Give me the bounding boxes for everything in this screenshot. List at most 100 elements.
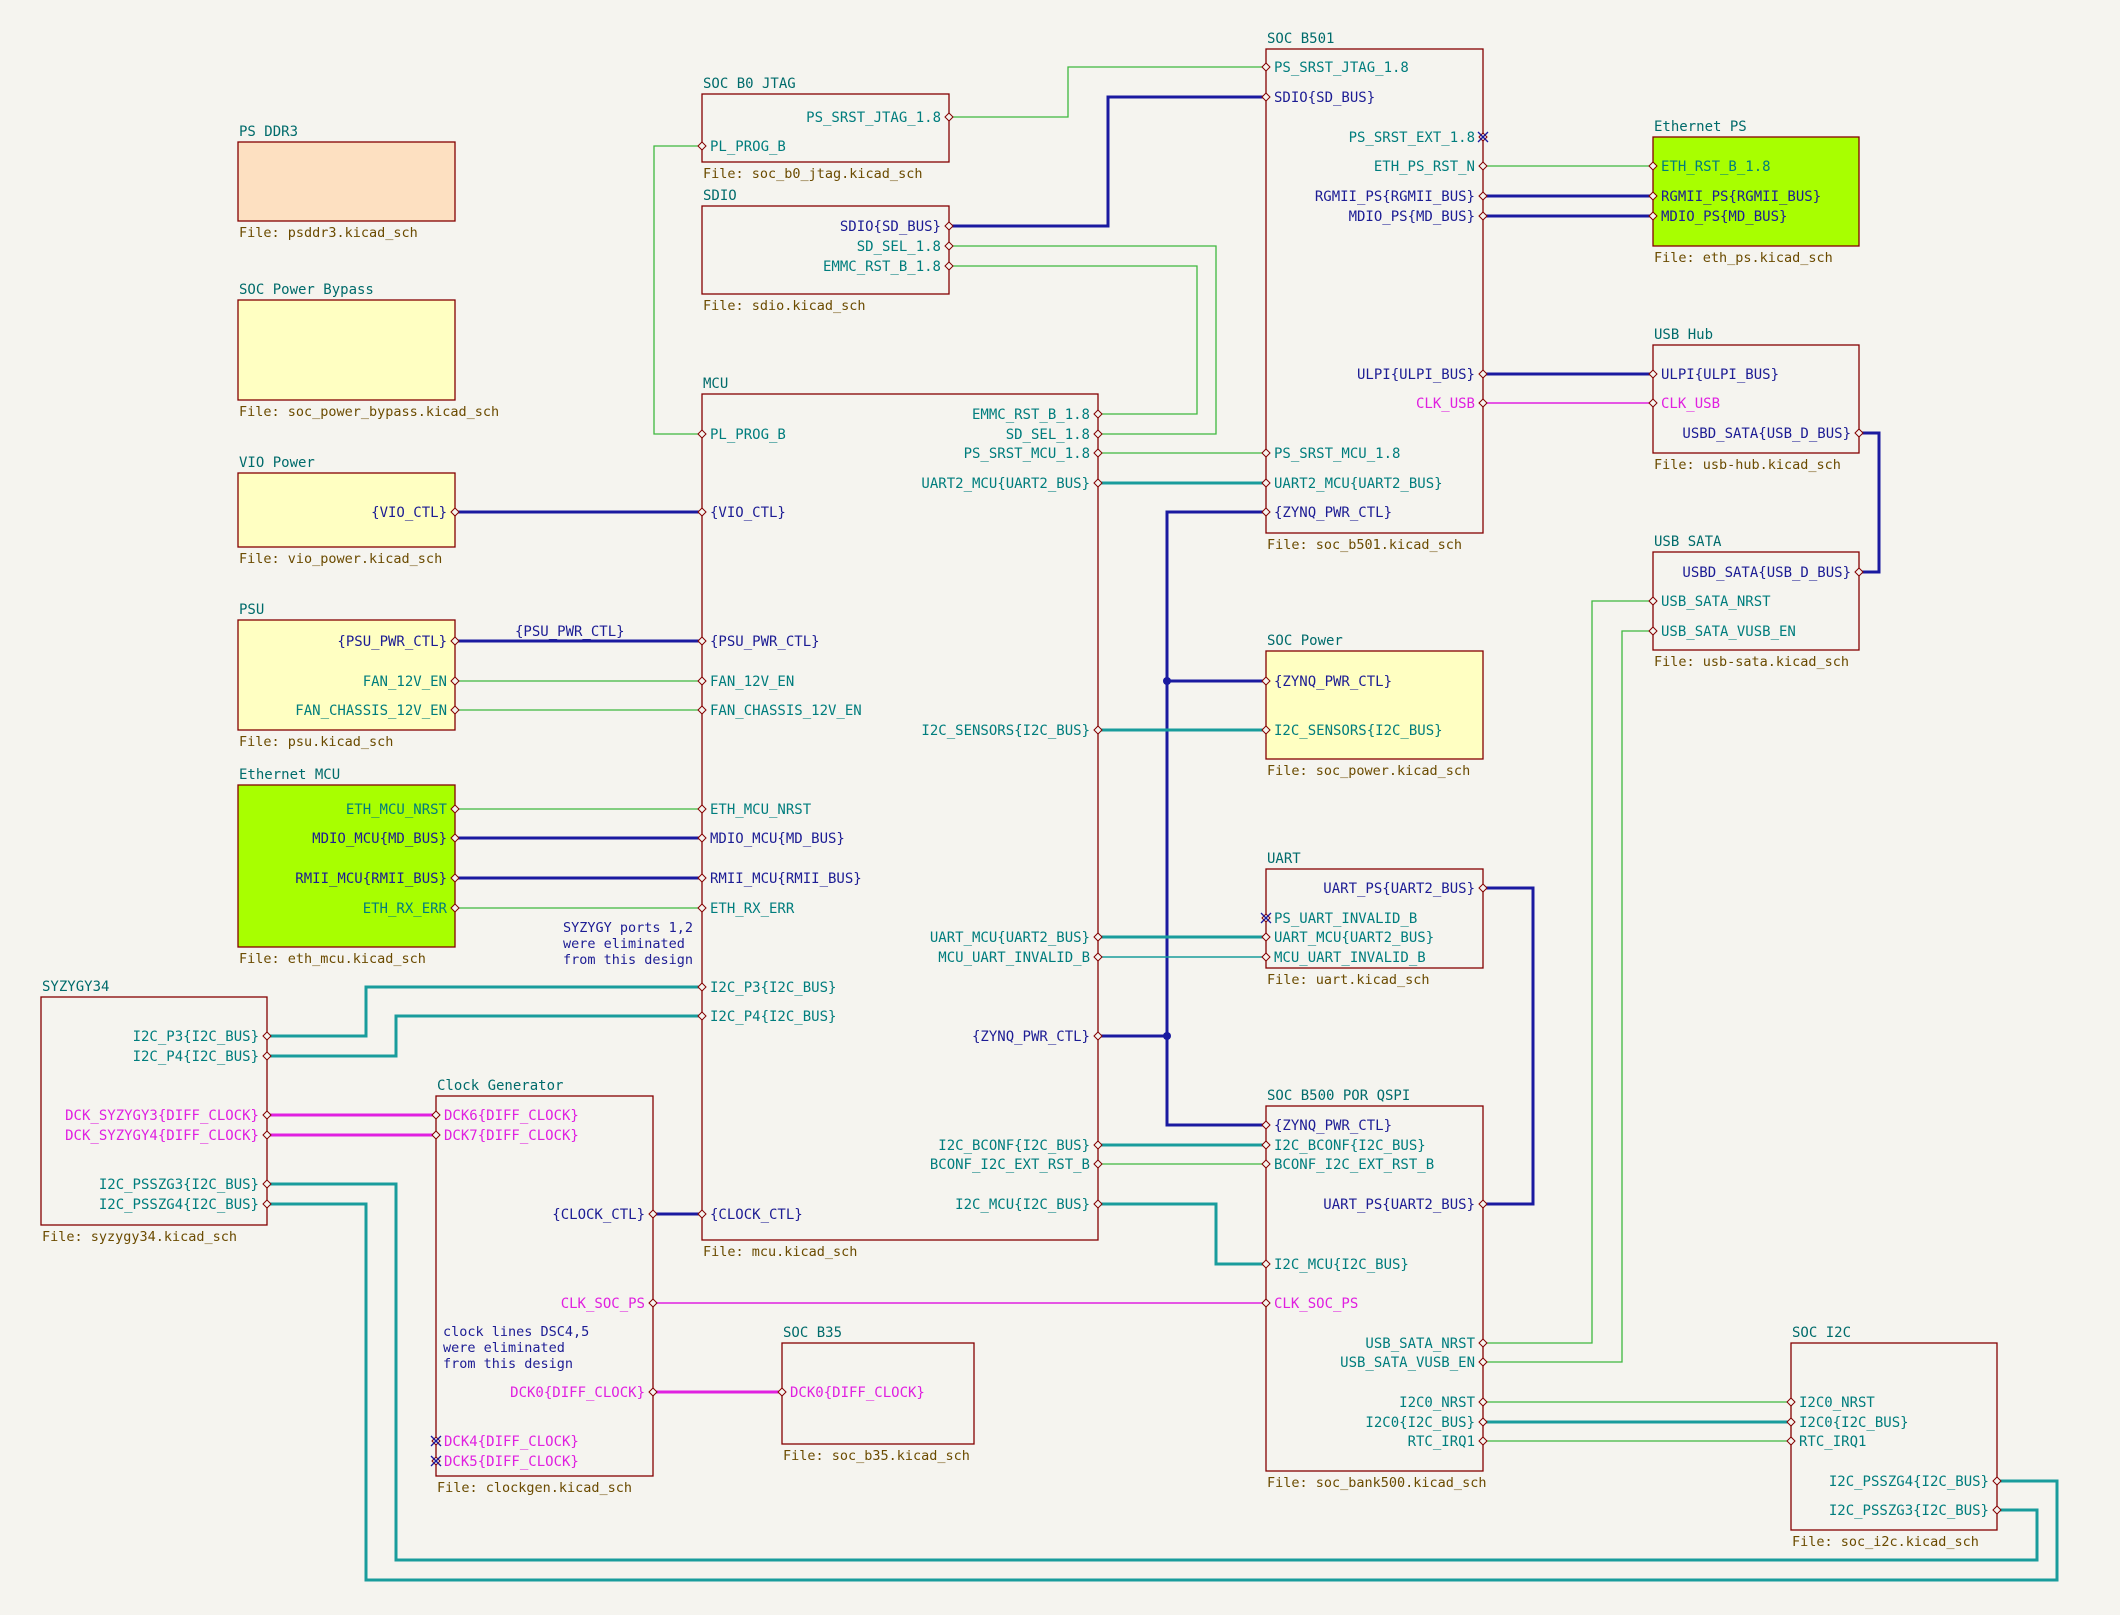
- pin-marker[interactable]: [450, 873, 460, 883]
- pin-marker[interactable]: [1261, 1159, 1271, 1169]
- pin-marker[interactable]: [697, 141, 707, 151]
- pin-marker[interactable]: [1478, 191, 1488, 201]
- pin-marker[interactable]: [1478, 369, 1488, 379]
- pin-marker[interactable]: [262, 1051, 272, 1061]
- sheet-box[interactable]: [701, 393, 1099, 1241]
- sheet-box[interactable]: [237, 619, 456, 731]
- pin-marker[interactable]: [944, 112, 954, 122]
- pin-marker[interactable]: [1261, 1120, 1271, 1130]
- pin-marker[interactable]: [777, 1387, 787, 1397]
- pin-marker[interactable]: [431, 1130, 441, 1140]
- pin-marker[interactable]: [697, 903, 707, 913]
- pin-marker[interactable]: [697, 804, 707, 814]
- pin-marker[interactable]: [1992, 1476, 2002, 1486]
- pin-marker[interactable]: [450, 705, 460, 715]
- pin-marker[interactable]: [697, 1011, 707, 1021]
- pin-marker[interactable]: [450, 636, 460, 646]
- pin-marker[interactable]: [1093, 1159, 1103, 1169]
- pin-marker[interactable]: [1478, 1397, 1488, 1407]
- pin-marker[interactable]: [1854, 567, 1864, 577]
- pin-marker[interactable]: [1854, 428, 1864, 438]
- pin-marker[interactable]: [1648, 398, 1658, 408]
- sheet-box[interactable]: [237, 472, 456, 548]
- pin-marker[interactable]: [1786, 1417, 1796, 1427]
- pin-marker[interactable]: [1786, 1436, 1796, 1446]
- pin-marker[interactable]: [697, 982, 707, 992]
- pin-marker[interactable]: [1093, 448, 1103, 458]
- pin-marker[interactable]: [1093, 409, 1103, 419]
- pin-marker[interactable]: [1093, 1140, 1103, 1150]
- pin-marker[interactable]: [1261, 676, 1271, 686]
- pin-marker[interactable]: [1261, 92, 1271, 102]
- sheet-box[interactable]: [1652, 136, 1860, 247]
- pin-marker[interactable]: [648, 1298, 658, 1308]
- pin-marker[interactable]: [1093, 478, 1103, 488]
- pin-marker[interactable]: [262, 1130, 272, 1140]
- pin-marker[interactable]: [1261, 1298, 1271, 1308]
- pin-marker[interactable]: [450, 676, 460, 686]
- pin-marker[interactable]: [1478, 1357, 1488, 1367]
- sheet-box[interactable]: [1265, 1105, 1484, 1472]
- pin-marker[interactable]: [697, 676, 707, 686]
- pin-marker[interactable]: [944, 221, 954, 231]
- pin-marker[interactable]: [450, 507, 460, 517]
- pin-marker[interactable]: [1093, 1031, 1103, 1041]
- pin-marker[interactable]: [944, 241, 954, 251]
- pin-marker[interactable]: [450, 804, 460, 814]
- pin-marker[interactable]: [450, 903, 460, 913]
- pin-marker[interactable]: [697, 507, 707, 517]
- pin-marker[interactable]: [1478, 1338, 1488, 1348]
- pin-marker[interactable]: [262, 1031, 272, 1041]
- pin-marker[interactable]: [1992, 1505, 2002, 1515]
- pin-marker[interactable]: [1648, 369, 1658, 379]
- pin-marker[interactable]: [1261, 932, 1271, 942]
- pin-marker[interactable]: [1648, 211, 1658, 221]
- pin-marker[interactable]: [1648, 626, 1658, 636]
- pin-marker[interactable]: [648, 1209, 658, 1219]
- sheet-box[interactable]: [1265, 650, 1484, 760]
- pin-marker[interactable]: [1261, 448, 1271, 458]
- pin-marker[interactable]: [1261, 1259, 1271, 1269]
- pin-marker[interactable]: [1261, 952, 1271, 962]
- pin-marker[interactable]: [697, 1209, 707, 1219]
- pin-marker[interactable]: [1261, 507, 1271, 517]
- sheet-box[interactable]: [435, 1095, 654, 1477]
- pin-marker[interactable]: [697, 636, 707, 646]
- pin-marker[interactable]: [1093, 725, 1103, 735]
- sheet-box[interactable]: [237, 299, 456, 401]
- sheet-box[interactable]: [1265, 48, 1484, 534]
- pin-marker[interactable]: [1261, 1140, 1271, 1150]
- pin-marker[interactable]: [262, 1199, 272, 1209]
- pin-marker[interactable]: [431, 1110, 441, 1120]
- pin-marker[interactable]: [1786, 1397, 1796, 1407]
- pin-marker[interactable]: [1261, 478, 1271, 488]
- pin-marker[interactable]: [1261, 725, 1271, 735]
- pin-marker[interactable]: [1093, 429, 1103, 439]
- pin-marker[interactable]: [450, 833, 460, 843]
- sheet-box[interactable]: [237, 141, 456, 222]
- pin-marker[interactable]: [697, 873, 707, 883]
- pin-marker[interactable]: [1648, 596, 1658, 606]
- sheet-box[interactable]: [237, 784, 456, 948]
- pin-marker[interactable]: [697, 833, 707, 843]
- pin-marker[interactable]: [1478, 398, 1488, 408]
- pin-marker[interactable]: [1093, 1199, 1103, 1209]
